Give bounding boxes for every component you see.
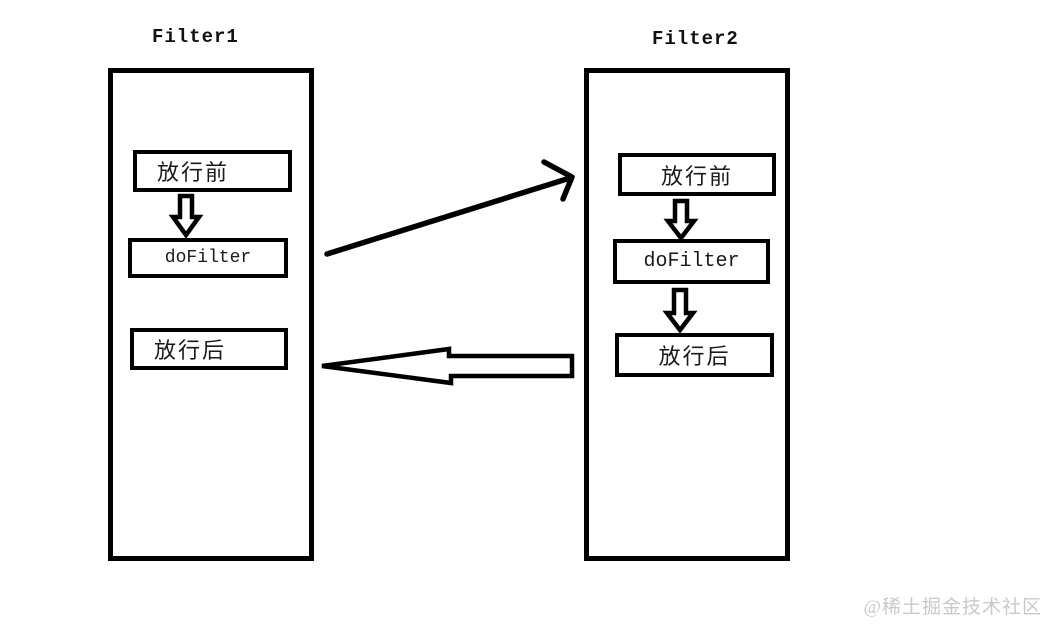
filter1-title: Filter1 (152, 26, 239, 48)
filter2-step-after-pass: 放行后 (615, 333, 774, 377)
response-arrow-icon (321, 346, 575, 386)
filter1-container-box (108, 68, 314, 561)
filter2-step-before-pass: 放行前 (618, 153, 776, 196)
request-arrow-icon (324, 159, 575, 257)
filter1-step-before-pass: 放行前 (133, 150, 292, 192)
filter1-step-after-pass: 放行后 (130, 328, 288, 370)
watermark-text: @稀土掘金技术社区 (863, 597, 1042, 618)
filter2-step-dofilter: doFilter (613, 239, 770, 284)
filter1-step-dofilter: doFilter (128, 238, 288, 278)
filter2-title: Filter2 (652, 28, 739, 50)
filter2-container-box (584, 68, 790, 561)
